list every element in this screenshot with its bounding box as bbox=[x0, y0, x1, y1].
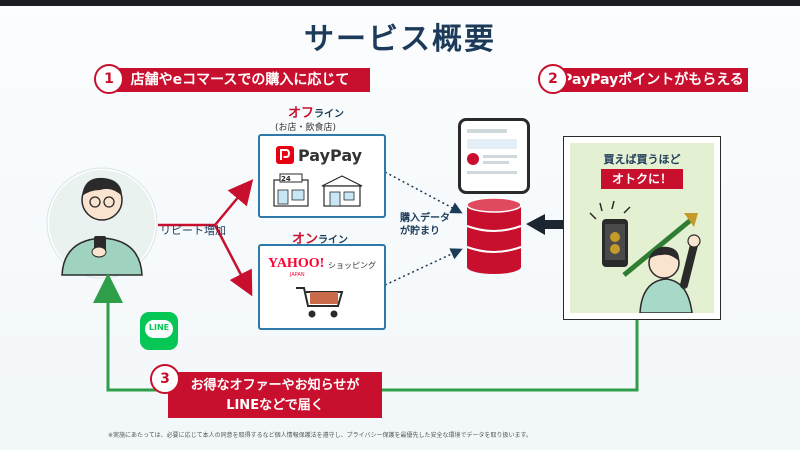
step-1-number: 1 bbox=[94, 64, 124, 94]
yahoo-brand-sub: JAPAN bbox=[290, 272, 305, 278]
step-3-line1: お得なオファーやお知らせが bbox=[190, 378, 360, 393]
db-label-line2: が貯まり bbox=[400, 226, 440, 237]
step-3-number: 3 bbox=[150, 364, 180, 394]
step-2-label: PayPayポイントがもらえる bbox=[562, 72, 744, 88]
cart-icon bbox=[296, 287, 344, 318]
database-icon bbox=[466, 197, 522, 274]
happy-user-icon bbox=[589, 200, 701, 313]
reward-panel: 買えば買うほど オトクに！ bbox=[563, 136, 721, 320]
step-1-banner: 店舗やeコマースでの購入に応じて bbox=[110, 68, 370, 92]
shopping-label: ショッピング bbox=[328, 261, 376, 270]
paypay-brand: PayPay bbox=[298, 146, 363, 165]
step-3-line2: LINEなどで届く bbox=[226, 398, 324, 413]
db-label: 購入データ が貯まり bbox=[400, 212, 450, 238]
customer-illustration bbox=[46, 167, 158, 279]
store-icon bbox=[273, 173, 363, 207]
offline-title: オフライン bbox=[288, 102, 344, 121]
paypay-icon bbox=[276, 146, 294, 164]
online-title-rest: ライン bbox=[318, 235, 349, 246]
yahoo-brand: YAHOO! bbox=[268, 256, 325, 271]
offline-title-accent: オフ bbox=[288, 106, 315, 121]
line-app-icon: LINE bbox=[140, 312, 178, 350]
phone-mockup bbox=[458, 118, 530, 194]
repeat-label: リピート増加 bbox=[160, 224, 226, 237]
step-3-banner: お得なオファーやお知らせが LINEなどで届く bbox=[168, 372, 382, 418]
db-label-line1: 購入データ bbox=[400, 213, 450, 224]
reward-line1: 買えば買うほど bbox=[603, 153, 681, 166]
offline-subtitle: (お店・飲食店) bbox=[275, 123, 337, 133]
offline-card: PayPay 24 bbox=[258, 134, 386, 218]
reward-line2: オトクに！ bbox=[601, 169, 683, 189]
line-bubble bbox=[145, 320, 173, 338]
online-card: YAHOO! JAPAN ショッピング bbox=[258, 244, 386, 330]
page-title: サービス概要 bbox=[304, 22, 496, 57]
online-title: オンライン bbox=[292, 228, 348, 247]
store-sign: 24 bbox=[281, 175, 291, 183]
step-2-number: 2 bbox=[538, 64, 568, 94]
footnote: ※実施にあたっては、必要に応じて本人の同意を取得するなど個人情報保護法を遵守し、… bbox=[108, 432, 532, 439]
step-2-banner: PayPayポイントがもらえる bbox=[558, 68, 748, 92]
line-badge-text: LINE bbox=[148, 323, 170, 332]
step-1-label: 店舗やeコマースでの購入に応じて bbox=[130, 72, 350, 88]
offline-title-rest: ライン bbox=[314, 109, 345, 120]
online-title-accent: オン bbox=[292, 232, 319, 247]
